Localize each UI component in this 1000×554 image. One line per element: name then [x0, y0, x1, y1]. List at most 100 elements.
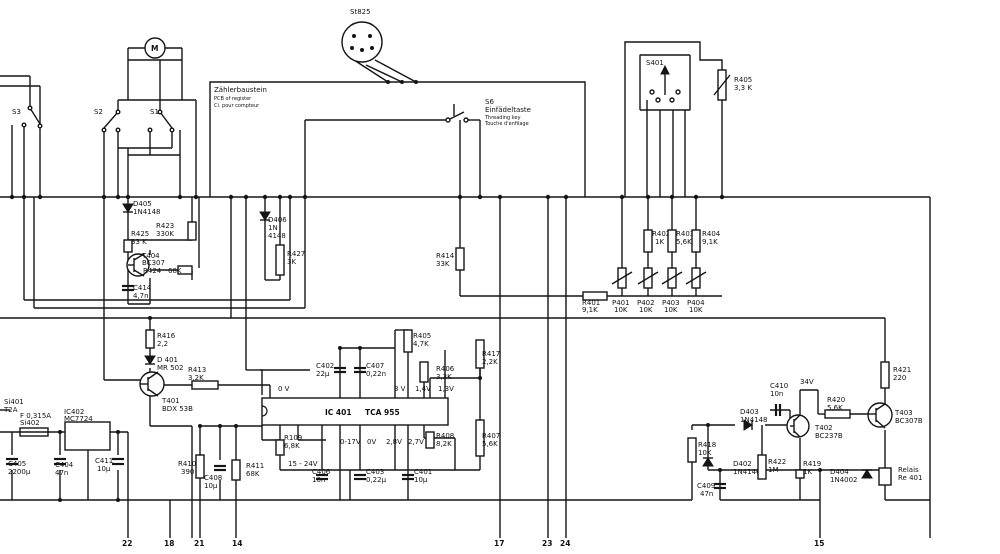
r401-value: 9,1K [582, 306, 598, 314]
c408-value: 10µ [204, 482, 218, 490]
c407-value: 0,22n [366, 370, 386, 378]
t402-value: BC237B [815, 432, 843, 440]
motor-label: M [151, 44, 158, 53]
r424-value: 68K [168, 267, 182, 275]
r411-value: 68K [246, 470, 260, 478]
r422-value: 1M [768, 466, 779, 474]
switch-s2: S2 [94, 108, 121, 133]
c414-name: C414 [133, 284, 152, 292]
r410-resistor: R410 390 [178, 454, 205, 479]
r421-value: 220 [893, 374, 906, 382]
d402-value: 1N4146 [733, 468, 761, 476]
relay-value: Re 401 [898, 474, 922, 482]
r406-name: R406 [436, 365, 455, 373]
r413-resistor: R413 3,2K [188, 366, 219, 390]
r407-name: R407 [482, 432, 500, 440]
r416-resistor: R416 2,2 [145, 329, 176, 349]
t403-transistor: T403 BC307B [867, 402, 923, 429]
si401-value: T2A [3, 406, 18, 414]
c403-capacitor: C403 0,22µ [354, 468, 387, 484]
counter-module-en: PCB of register [214, 96, 252, 102]
r421-name: R421 [893, 366, 911, 374]
r408-name: R408 [436, 432, 454, 440]
ic402-name: IC402 [64, 408, 84, 416]
r423-name: R423 [156, 222, 174, 230]
r417-value: 2,2K [482, 358, 498, 366]
terminal-14: 14 [232, 539, 242, 548]
r401-resistor: R401 9,1K [582, 291, 608, 314]
d401-name: D 401 [157, 356, 178, 364]
c414-value: 4,7n [133, 292, 149, 300]
t402-name: T402 [814, 424, 833, 432]
c406-capacitor: C406 10n [312, 468, 331, 484]
r413-value: 3,2K [188, 374, 204, 382]
counter-module-fr: Ci. pour compteur [214, 103, 260, 109]
r418-value: 10K [698, 449, 712, 457]
c404-capacitor: C404 47n [54, 457, 74, 477]
r423-value: 330K [156, 230, 174, 238]
terminal-numbers: 22 18 21 14 17 23 24 15 [122, 539, 824, 548]
c407-capacitor: C407 0,22n [354, 362, 386, 378]
r402-value: 1K [655, 238, 664, 246]
si401-fuse: Si401 T2A [3, 398, 24, 414]
r427-name: R427 [287, 250, 305, 258]
r423-resistor: R423 330K [156, 221, 197, 241]
switch-s401: S401 [639, 54, 691, 111]
r420-resistor: R420 5,6K [824, 396, 851, 419]
c403-name: C403 [366, 468, 384, 476]
d404-value: 1N4002 [830, 476, 858, 484]
t401-value: BDX 53B [162, 405, 193, 413]
r405-top: R405 3,3 K [713, 69, 752, 101]
r422-resistor: R422 1M [757, 454, 786, 480]
voltage-1-3v: 1,3V [438, 385, 454, 393]
r419-value: 1K [803, 468, 812, 476]
r417-resistor: R417 2,2K [475, 339, 500, 369]
c404-name: C404 [55, 461, 74, 469]
voltage-2-7v: 2,7V [408, 438, 424, 446]
r422-name: R422 [768, 458, 786, 466]
c409-capacitor: C409 47n [697, 482, 726, 498]
c402-capacitor: C402 22µ [316, 362, 346, 378]
d403-diode: D403 1N4148 [740, 408, 768, 431]
d405-value: 1N4148 [133, 208, 161, 216]
c403-value: 0,22µ [366, 476, 387, 484]
d405-diode: D405 1N4148 [122, 200, 161, 216]
ic401-name: IC 401 [325, 408, 352, 417]
voltage-1-4v: 1,4V [415, 385, 431, 393]
r406-resistor: R406 3,3K [419, 361, 455, 383]
voltage-0-17v: 0-17V [340, 438, 361, 446]
r410-name: R410 [178, 460, 196, 468]
switch-s1: S1 [147, 108, 175, 133]
r403-name: R403 [676, 230, 694, 238]
relay-name: Relais [898, 466, 919, 474]
s3-label: S3 [12, 108, 21, 116]
voltage-3v: 3 V [394, 385, 406, 393]
p402-value: 10K [639, 306, 653, 314]
s1-label: S1 [150, 108, 159, 116]
terminal-22: 22 [122, 539, 132, 548]
c407-name: C407 [366, 362, 384, 370]
r404-resistor: R404 9,1K [691, 229, 721, 253]
d406-name: D406 [268, 216, 287, 224]
r418-resistor: R418 10K [687, 437, 716, 463]
d402-name: D402 [733, 460, 752, 468]
c409-name: C409 [697, 482, 715, 490]
d401-value: MR 502 [157, 364, 184, 372]
counter-module-de: Zählerbaustein [214, 86, 267, 94]
s2-label: S2 [94, 108, 103, 116]
r406-value: 3,3K [436, 373, 452, 381]
r409-resistor: R109 6,8K [275, 434, 302, 456]
c402-value: 22µ [316, 370, 330, 378]
c405-capacitor: C405 2200µ [6, 457, 31, 476]
d404-diode: D404 1N4002 [830, 468, 873, 484]
c405-value: 2200µ [8, 468, 31, 476]
r403-value: 5,6K [676, 238, 692, 246]
r416-value: 2,2 [157, 340, 168, 348]
t402-transistor: T402 BC237B [786, 414, 843, 440]
r402-resistor: R402 1K [643, 229, 670, 253]
r425-value: 33 K [131, 238, 147, 246]
r414-name: R414 [436, 252, 455, 260]
terminal-18: 18 [164, 539, 174, 548]
r421-resistor: R421 220 [880, 361, 911, 389]
